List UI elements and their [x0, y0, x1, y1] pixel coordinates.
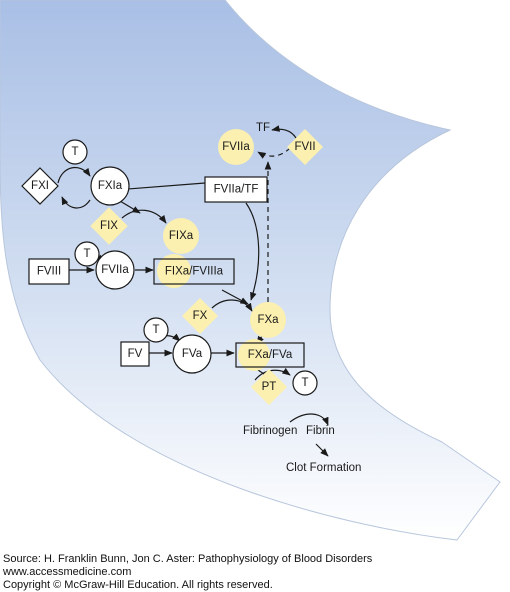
fviia-tf-label: FVIIa/TF [214, 184, 259, 196]
fviia-node [218, 129, 254, 165]
pt-label: PT [262, 381, 277, 393]
thrombin-node [143, 317, 169, 343]
fvii-node [287, 129, 323, 165]
coagulation-cascade-diagram: T FXI FXIa FIX FIXa T FVIII FVIIa FIXa/F… [0, 0, 501, 541]
fixa-label: FIXa [169, 230, 194, 242]
background-arrow-shape [0, 0, 501, 541]
fxi-node [21, 167, 59, 205]
fxa-label: FXa [257, 314, 279, 326]
fx-label: FX [193, 310, 208, 322]
fviiia-node [95, 250, 135, 290]
fva-label: FVa [182, 348, 203, 360]
tf-label: TF [256, 122, 270, 134]
fv-label: FV [128, 348, 143, 360]
fxi-label: FXI [31, 180, 49, 192]
fviiia-label: FVIIa [101, 264, 129, 276]
connector-fvii-to-fviia [257, 147, 291, 159]
thrombin-node [292, 370, 318, 396]
thrombin-label: T [83, 248, 90, 260]
fviia-label: FVIIa [222, 141, 250, 153]
connector-fx-to-fxa [211, 299, 253, 312]
thrombin-label: T [301, 377, 308, 389]
fix-node [90, 207, 128, 245]
fix-label: FIX [100, 220, 118, 232]
fixa-highlight [157, 254, 191, 288]
connector-tf-to-fviia [271, 125, 297, 139]
source-citation: Source: H. Franklin Bunn, Jon C. Aster: … [3, 553, 373, 565]
connector-fibrin-to-clot [315, 443, 329, 457]
fxa-highlight [238, 339, 270, 371]
fva-node [172, 334, 212, 374]
fx-node [182, 298, 218, 334]
fibrinogen-label: Fibrinogen [243, 425, 297, 437]
fviii-node [28, 258, 70, 285]
fixa-fviiia-complex [153, 258, 235, 285]
connector-fibrinogen-to-fibrin [289, 413, 329, 426]
fxia-node [90, 166, 130, 206]
source-footer: Source: H. Franklin Bunn, Jon C. Aster: … [3, 553, 508, 592]
connector-fviiatf-to-fxia [114, 182, 206, 193]
fxa-fva-label: FXa/FVa [248, 349, 293, 361]
fvii-label: FVII [294, 141, 315, 153]
connector-pt-to-t [254, 367, 291, 381]
source-url: www.accessmedicine.com [3, 566, 132, 578]
connector-fviiatf-to-fxa [245, 202, 260, 301]
thrombin-label: T [71, 146, 78, 158]
connector-fix-to-fixa [121, 209, 167, 224]
fixa-fviiia-label: FIXa/FVIIIa [165, 266, 224, 278]
fxa-node [250, 302, 286, 338]
thrombin-node [62, 139, 88, 165]
fibrin-label: Fibrin [306, 425, 335, 437]
fviii-label: FVIII [37, 266, 61, 278]
connector-t-to-fxia [57, 166, 91, 184]
fixa-node [163, 218, 199, 254]
fxia-label: FXIa [98, 180, 123, 192]
clot-formation-label: Clot Formation [286, 462, 361, 474]
fv-node [120, 341, 150, 367]
connector-fxia-to-fxi [61, 196, 91, 209]
copyright-notice: Copyright © McGraw-Hill Education. All r… [3, 579, 273, 591]
thrombin-node [74, 241, 100, 267]
pt-node [251, 369, 287, 405]
fxa-fva-complex [235, 342, 305, 368]
thrombin-label: T [152, 324, 159, 336]
fviia-tf-complex [204, 176, 268, 203]
connector-ixcomplex-to-fxa [221, 289, 249, 305]
